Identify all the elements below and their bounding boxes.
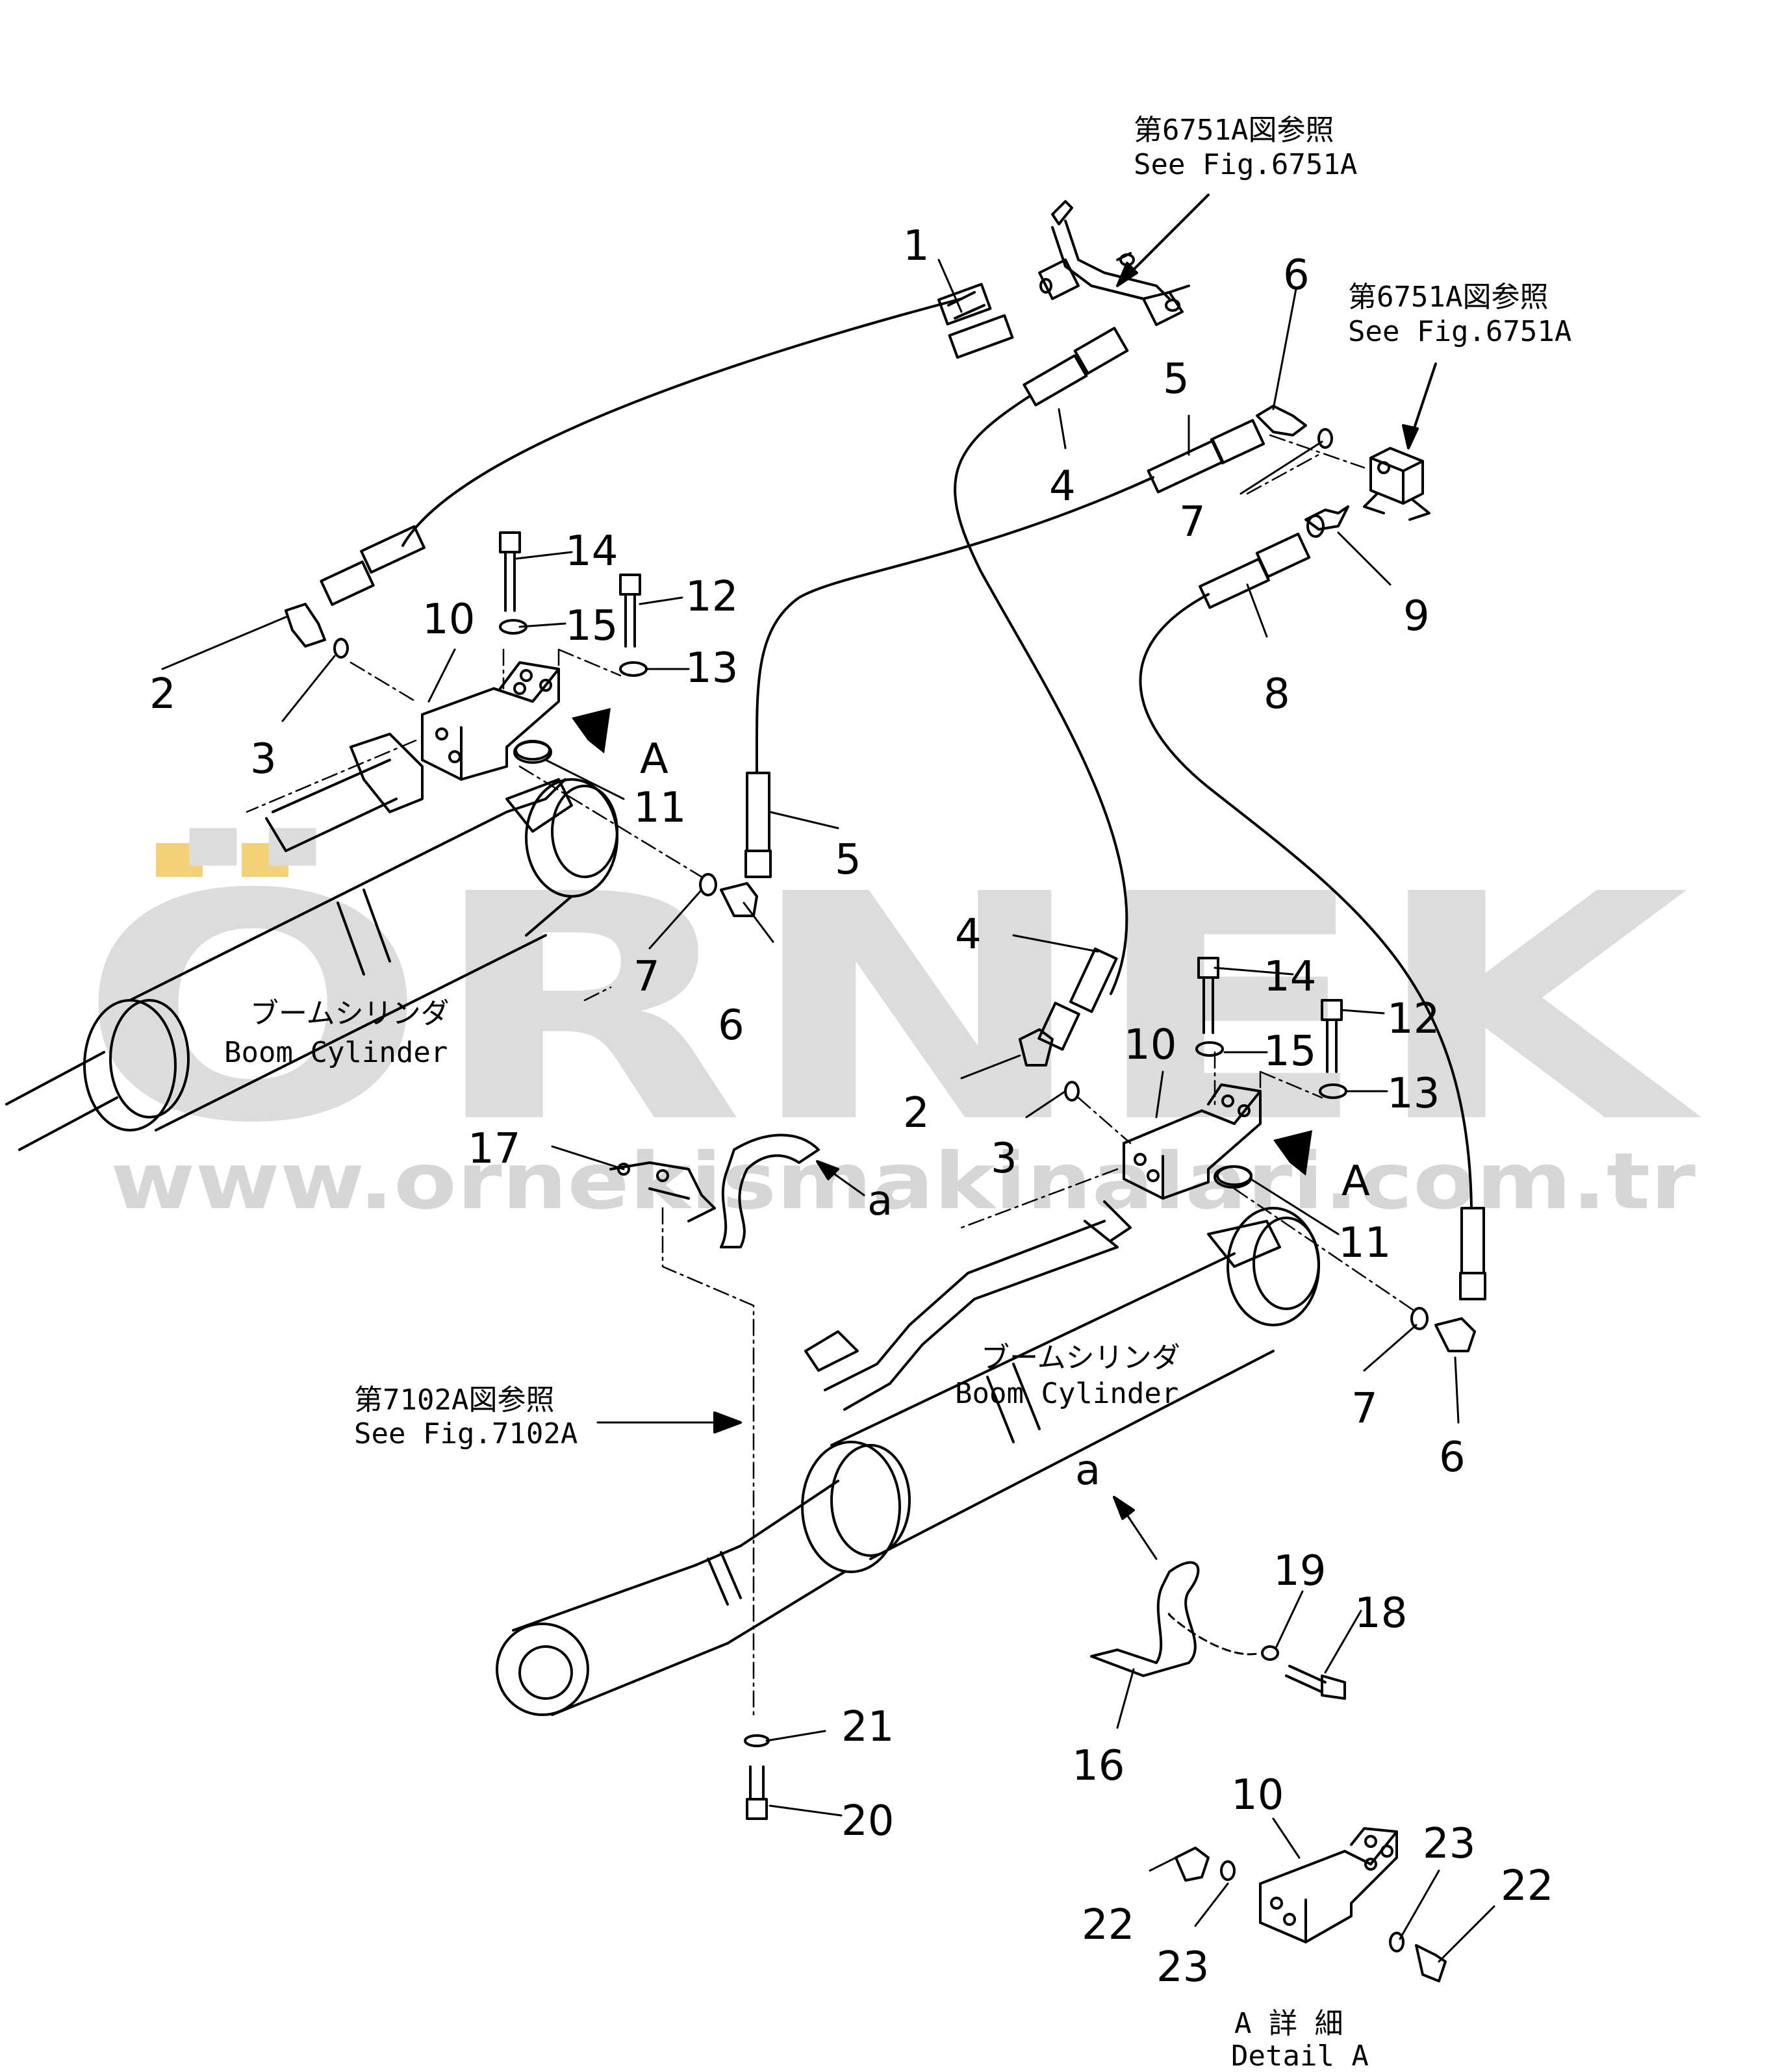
boom-cylinder-lower-en: Boom Cylinder xyxy=(955,1377,1178,1410)
part-number-3b: 3 xyxy=(991,1135,1017,1183)
bolt-20 xyxy=(746,1765,768,1820)
o-ring-7-lower xyxy=(1410,1307,1429,1330)
part-number-11: 11 xyxy=(633,784,686,832)
part-number-2: 2 xyxy=(149,670,176,718)
ref-2-jp: 第6751A図参照 xyxy=(1348,281,1548,314)
block-10-upper xyxy=(421,661,560,781)
part-number-19: 19 xyxy=(1273,1547,1326,1595)
part-number-7c: 7 xyxy=(1351,1385,1378,1433)
logo-dot-left xyxy=(156,843,203,877)
part-number-14b: 14 xyxy=(1264,953,1316,1001)
part-number-4b: 4 xyxy=(955,911,982,959)
part-number-18: 18 xyxy=(1354,1589,1407,1637)
detail-a-jp: A 詳 細 xyxy=(1234,2007,1343,2040)
part-number-20: 20 xyxy=(841,1797,894,1845)
boom-cylinder-upper-jp: ブームシリンダ xyxy=(250,997,450,1030)
part-number-23b: 23 xyxy=(1156,1943,1209,1991)
watermark-url: www.ornekismakinalari.com.tr xyxy=(110,1137,1696,1227)
part-number-22: 22 xyxy=(1082,1901,1134,1949)
clamp-16 xyxy=(1090,1561,1200,1677)
part-number-15: 15 xyxy=(565,602,618,650)
part-number-12b: 12 xyxy=(1387,995,1440,1043)
tee-fitting-top xyxy=(1038,200,1190,326)
leader-lines xyxy=(161,259,1495,1963)
ref-3-jp: 第7102A図参照 xyxy=(354,1383,554,1417)
watermark-logo: ÖRNEK xyxy=(78,825,1705,1191)
arrow-a-upper xyxy=(572,708,611,753)
view-marker-a-small-lower: a xyxy=(1075,1447,1100,1495)
bolt-18 xyxy=(1285,1665,1346,1700)
ref-arrowhead-1 xyxy=(1116,262,1138,287)
o-ring-11-lower xyxy=(1214,1165,1252,1189)
ref-2-en: See Fig.6751A xyxy=(1348,315,1571,348)
part-number-9: 9 xyxy=(1403,592,1430,640)
part-number-11b: 11 xyxy=(1338,1219,1391,1267)
part-number-6b: 6 xyxy=(718,1002,744,1050)
hose-1 xyxy=(320,283,1014,606)
ref-1-jp: 第6751A図参照 xyxy=(1134,114,1334,147)
boom-cylinder-upper-en: Boom Cylinder xyxy=(224,1036,448,1069)
part-number-15b: 15 xyxy=(1264,1028,1316,1076)
arrowhead-a-lower xyxy=(1113,1496,1135,1520)
bracket-top-right xyxy=(1363,447,1430,521)
boom-cylinder-lower xyxy=(496,1200,1320,1716)
part-number-6: 6 xyxy=(1283,251,1310,299)
guide-lines xyxy=(246,434,1417,1716)
detail-a-en: Detail A xyxy=(1231,2040,1369,2072)
part-number-17: 17 xyxy=(468,1125,520,1173)
view-marker-a-upper: A xyxy=(640,735,668,783)
part-number-6c: 6 xyxy=(1439,1434,1466,1482)
part-number-22b: 22 xyxy=(1501,1862,1553,1910)
hose-8 xyxy=(1139,533,1486,1300)
clamp-17 xyxy=(609,1133,820,1248)
part-number-10: 10 xyxy=(422,596,475,644)
part-number-23: 23 xyxy=(1423,1820,1475,1868)
part-number-12: 12 xyxy=(685,573,738,621)
ref-arrowhead-3 xyxy=(713,1411,742,1434)
boom-cylinder-lower-jp: ブームシリンダ xyxy=(981,1341,1180,1374)
detail-a-block xyxy=(1175,1827,1447,1982)
ref-3-en: See Fig.7102A xyxy=(354,1417,578,1450)
part-number-5: 5 xyxy=(1163,355,1189,403)
part-number-4: 4 xyxy=(1049,462,1076,511)
part-number-13: 13 xyxy=(685,644,738,692)
hose-4 xyxy=(954,327,1129,1051)
part-number-13b: 13 xyxy=(1387,1070,1440,1118)
ref-arrowhead-2 xyxy=(1402,424,1419,449)
arrow-a-lower xyxy=(1273,1130,1312,1176)
part-number-16: 16 xyxy=(1072,1742,1125,1790)
logo-dot-right xyxy=(242,843,288,877)
bolts-upper xyxy=(499,531,648,677)
watermark-logo-text: ÖRNEK xyxy=(78,825,1705,1191)
fitting-2-upper xyxy=(285,603,349,659)
part-number-10b: 10 xyxy=(1124,1021,1176,1069)
o-ring-11-upper xyxy=(513,740,552,764)
washer-19 xyxy=(1261,1645,1279,1661)
part-number-5b: 5 xyxy=(835,836,861,884)
part-number-14: 14 xyxy=(565,527,618,575)
view-marker-a-small-upper: a xyxy=(867,1177,893,1225)
fitting-6-upper xyxy=(720,882,758,917)
arrowhead-a-upper xyxy=(816,1160,839,1180)
part-number-3: 3 xyxy=(250,735,277,783)
part-number-21: 21 xyxy=(841,1703,894,1751)
block-10-lower xyxy=(1123,1083,1262,1200)
part-number-2b: 2 xyxy=(903,1089,930,1137)
part-number-1: 1 xyxy=(903,222,930,270)
o-ring-7-upper xyxy=(699,873,717,896)
view-marker-a-lower: A xyxy=(1341,1157,1370,1206)
part-number-8: 8 xyxy=(1264,670,1290,718)
part-number-7: 7 xyxy=(1179,498,1206,546)
boom-cylinder-upper xyxy=(5,733,618,1151)
part-number-7b: 7 xyxy=(633,953,660,1001)
fitting-6-lower xyxy=(1434,1317,1476,1352)
ref-1-en: See Fig.6751A xyxy=(1134,148,1357,181)
part-number-10c: 10 xyxy=(1231,1771,1284,1819)
